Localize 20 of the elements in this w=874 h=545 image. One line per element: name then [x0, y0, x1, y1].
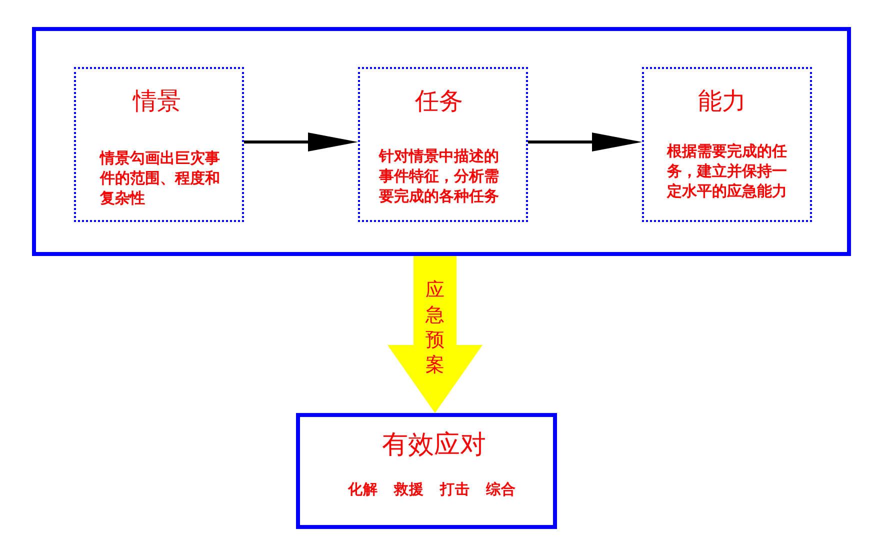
keyword: 综合	[486, 480, 516, 500]
process-box	[642, 67, 812, 222]
keyword: 救援	[394, 481, 424, 500]
box-text: 根据需要完成的任务，建立并保持一定水平的应急能力	[667, 141, 788, 201]
box-title: 情景	[133, 86, 181, 116]
box-text: 情景勾画出巨灾事件的范围、程度和复杂性	[100, 148, 221, 208]
box-title: 任务	[415, 86, 463, 116]
arrow	[244, 132, 358, 152]
keyword: 化解	[348, 481, 378, 500]
edge-label: 应急预案	[426, 278, 444, 378]
process-box	[358, 67, 528, 222]
block-arrow	[388, 256, 482, 413]
arrow	[528, 132, 642, 152]
frame	[32, 27, 851, 256]
process-box	[74, 67, 244, 222]
keyword: 打击	[440, 480, 470, 500]
result-box	[296, 413, 557, 529]
box-text: 针对情景中描述的事件特征，分析需要完成的各种任务	[379, 146, 500, 206]
box-title: 能力	[698, 86, 746, 116]
box-title: 有效应对	[382, 430, 486, 462]
